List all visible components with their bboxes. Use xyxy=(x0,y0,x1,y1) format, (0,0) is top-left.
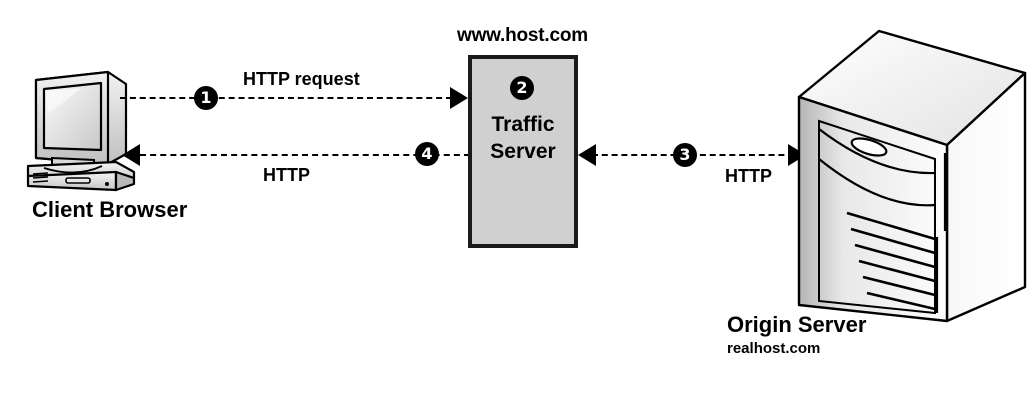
client-computer-icon xyxy=(22,62,152,194)
flow-3-label: HTTP xyxy=(725,166,772,186)
flow-3-arrowhead-left-icon xyxy=(578,144,596,166)
flow-4-line xyxy=(140,154,470,156)
flow-4-arrowhead-icon xyxy=(122,144,140,166)
flow-3-line xyxy=(592,154,804,156)
traffic-server-badge: 2 xyxy=(510,76,534,100)
flow-1-line xyxy=(120,97,452,99)
origin-server-label: Origin Server xyxy=(727,312,867,337)
client-browser-label: Client Browser xyxy=(32,197,188,222)
origin-server-tower-icon xyxy=(795,25,1030,330)
flow-3-badge: 3 xyxy=(673,143,697,167)
traffic-server-box xyxy=(468,55,578,248)
origin-server-hostname-label: realhost.com xyxy=(727,340,821,357)
flow-1-badge: 1 xyxy=(194,86,218,110)
flow-4-badge: 4 xyxy=(415,142,439,166)
flow-1-label: HTTP request xyxy=(243,69,360,89)
traffic-server-label-line1: Traffic xyxy=(491,113,555,136)
flow-1-arrowhead-icon xyxy=(450,87,468,109)
traffic-server-hostname-label: www.host.com xyxy=(457,25,588,46)
traffic-server-label-line2: Server xyxy=(490,140,556,163)
flow-4-label: HTTP xyxy=(263,165,310,185)
